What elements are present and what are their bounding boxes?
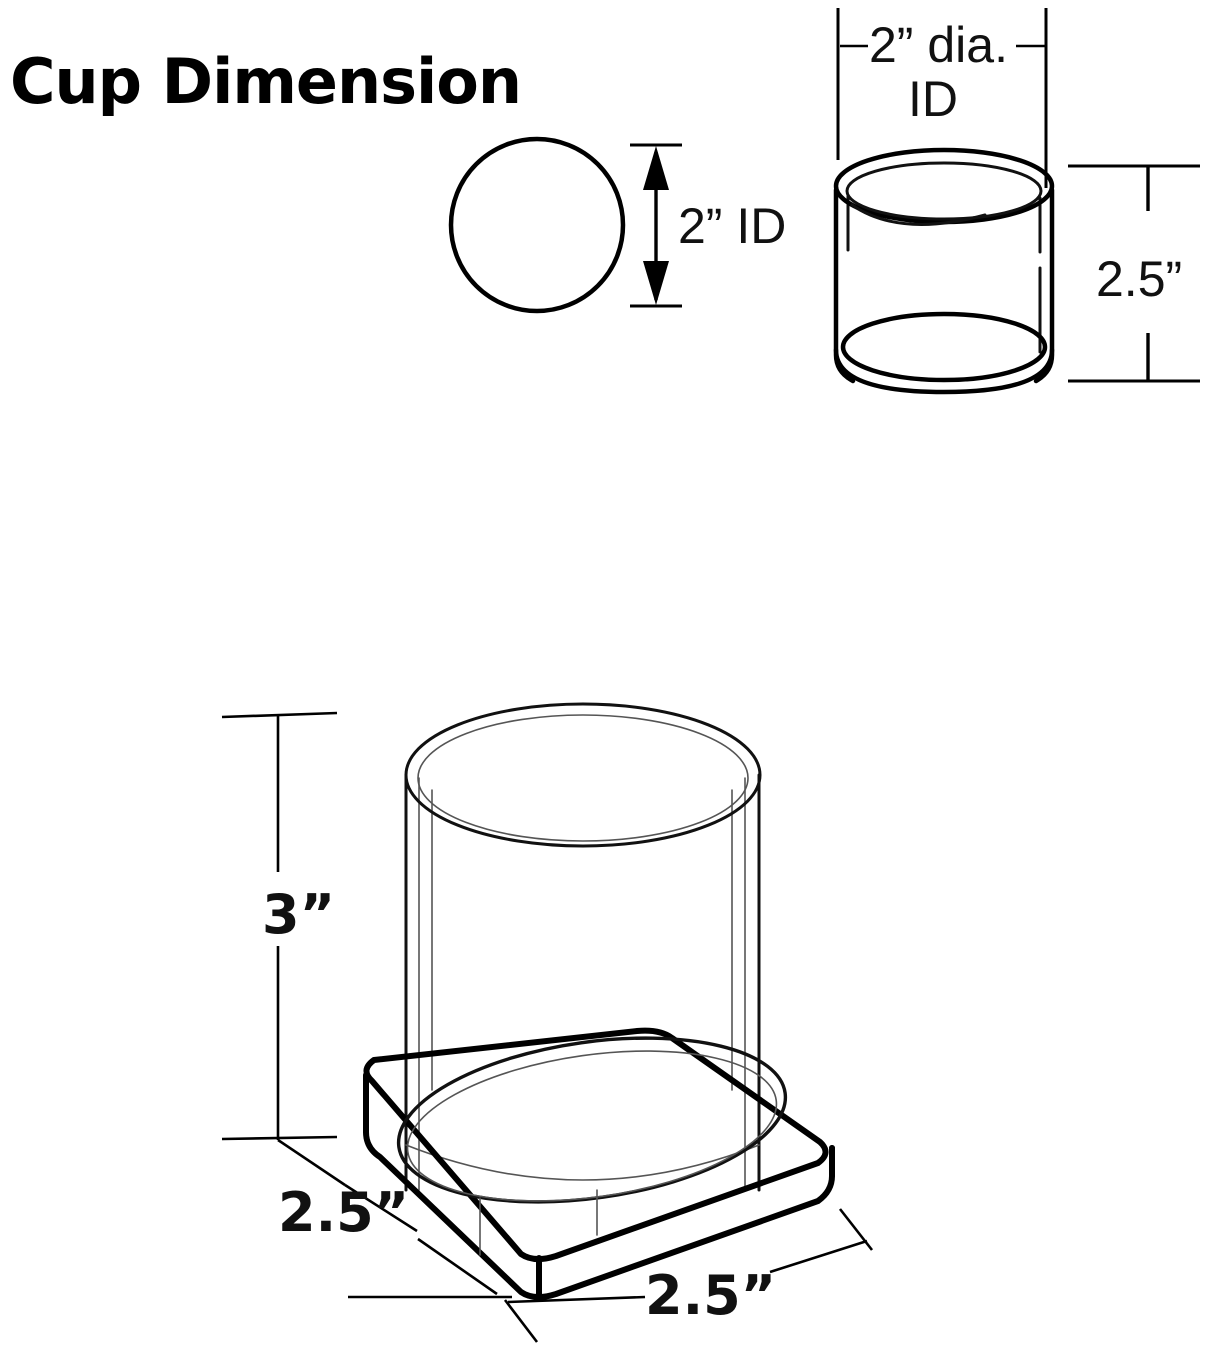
cup-diameter-label: 2” dia.: [869, 17, 1008, 73]
dim-leader-isometric: [277, 1138, 346, 1187]
depth-dim-line-upper: [344, 1183, 418, 1233]
top-view-circle-group: [448, 136, 626, 314]
depth-dim-line-lower: [417, 1237, 498, 1296]
base-depth-dimension: 2.5”: [278, 1181, 512, 1299]
base-depth-label: 2.5”: [278, 1181, 409, 1244]
top-view-diameter-dimension: 2” ID: [630, 143, 786, 308]
assembly-base-group: [363, 1027, 835, 1300]
cup-rim-outer: [833, 147, 1055, 225]
dim-ext-bottom: [221, 1135, 338, 1141]
assembly-height-label: 3”: [262, 883, 335, 946]
base-recess-outer: [396, 1036, 788, 1204]
dim-ext-top: [221, 711, 338, 719]
assembly-height-dimension: 3”: [221, 711, 346, 1187]
base-width-label: 2.5”: [645, 1264, 776, 1327]
cup-height-label: 2.5”: [1096, 251, 1182, 307]
base-recess-inner: [406, 1050, 778, 1202]
arrowhead-down-icon: [643, 261, 669, 305]
width-dim-tick-right: [838, 1208, 874, 1251]
width-dim-line-left: [507, 1295, 646, 1304]
assembly-cylinder-group: [404, 702, 762, 1192]
top-view-circle: [448, 136, 626, 314]
cup-diameter-dimension: 2” dia. ID: [836, 8, 1048, 188]
cup-rim-inner: [845, 161, 1043, 221]
width-dim-tick-left: [503, 1299, 539, 1343]
width-dim-line-right: [769, 1239, 868, 1274]
top-view-diameter-label: 2” ID: [678, 198, 786, 254]
cup-height-dimension: 2.5”: [1068, 164, 1200, 383]
base-top-face: [363, 1027, 829, 1262]
base-width-dimension: 2.5”: [503, 1208, 874, 1343]
assembly-rim-inner: [417, 714, 749, 842]
cup-base-ellipse: [840, 311, 1048, 383]
cup-diameter-sub-label: ID: [908, 71, 958, 127]
cup-cylinder-group: [833, 147, 1055, 395]
page-title: Cup Dimension: [10, 45, 521, 118]
arrowhead-up-icon: [643, 146, 669, 190]
assembly-rim-outer: [404, 702, 762, 848]
assembly-cylinder-bottom: [405, 1144, 760, 1181]
